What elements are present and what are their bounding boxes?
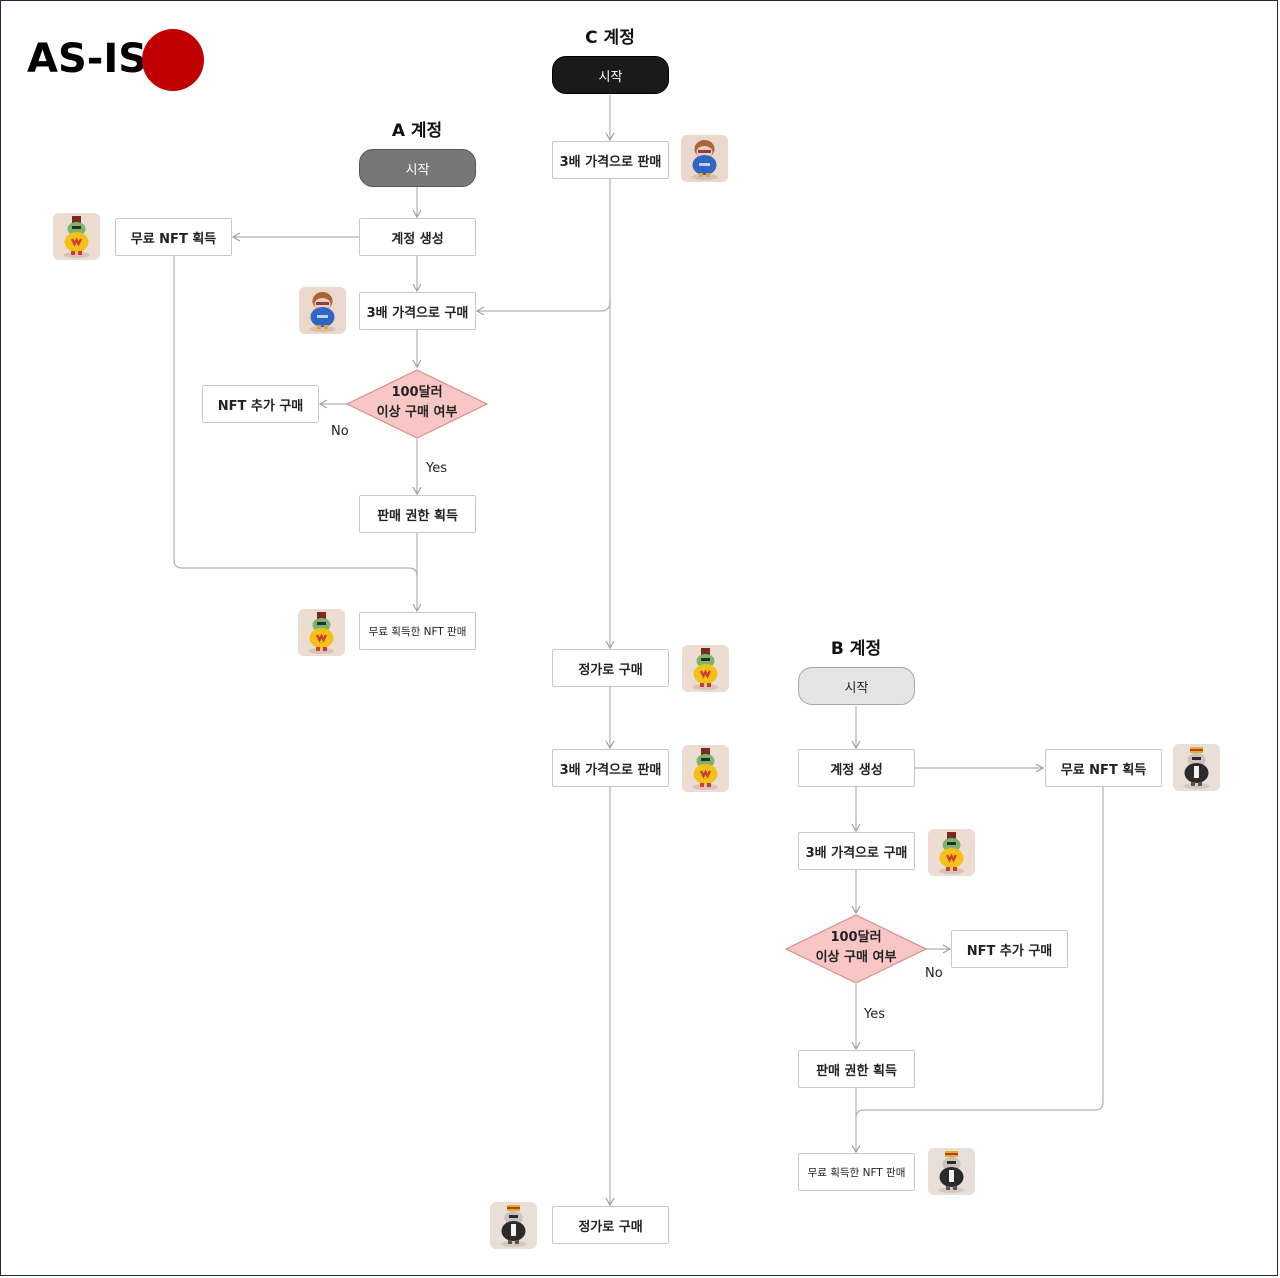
lane-title-b: B 계정	[830, 639, 882, 659]
a-start-node: 시작	[359, 149, 476, 187]
c-buy-regular-node-1: 정가로 구매	[552, 649, 669, 687]
a-create-account-node: 계정 생성	[359, 218, 476, 256]
b-extra-buy-node: NFT 추가 구매	[951, 930, 1068, 968]
b-decision-label: 100달러 이상 구매 여부	[816, 928, 897, 968]
a-sell-free-nft-node: 무료 획득한 NFT 판매	[359, 612, 476, 650]
page-title: AS-IS	[27, 36, 148, 82]
yellow-m-character-icon	[682, 645, 729, 692]
lane-title-a: A 계정	[391, 121, 443, 141]
a-decision-line2: 이상 구매 여부	[376, 405, 458, 420]
b-create-account-node: 계정 생성	[798, 749, 915, 787]
yellow-m-character-icon	[682, 745, 729, 792]
black-suit-character-icon	[928, 1148, 975, 1195]
b-start-node: 시작	[798, 667, 915, 705]
b-yes-label: Yes	[864, 1007, 885, 1022]
a-buy-3x-node: 3배 가격으로 구매	[359, 292, 476, 330]
blue-shirt-character-icon	[299, 287, 346, 334]
status-indicator	[142, 29, 204, 91]
b-decision-diamond	[784, 914, 928, 984]
c-buy-regular-node-2: 정가로 구매	[552, 1206, 669, 1244]
yellow-m-character-icon	[298, 609, 345, 656]
b-buy-3x-node: 3배 가격으로 구매	[798, 832, 915, 870]
b-no-label: No	[925, 966, 943, 981]
c-sell-3x-node-1: 3배 가격으로 판매	[552, 141, 669, 179]
c-start-node: 시작	[552, 56, 669, 94]
a-yes-label: Yes	[426, 461, 447, 476]
a-no-label: No	[331, 424, 349, 439]
b-permission-node: 판매 권한 획득	[798, 1050, 915, 1088]
a-decision-line1: 100달러	[391, 385, 443, 400]
a-permission-node: 판매 권한 획득	[359, 495, 476, 533]
a-decision-diamond	[345, 369, 489, 439]
b-sell-free-nft-node: 무료 획득한 NFT 판매	[798, 1153, 915, 1191]
yellow-m-character-icon	[928, 829, 975, 876]
lane-title-c: C 계정	[585, 28, 635, 48]
b-decision-line2: 이상 구매 여부	[815, 950, 897, 965]
b-decision-line1: 100달러	[830, 930, 882, 945]
c-sell-3x-node-2: 3배 가격으로 판매	[552, 749, 669, 787]
blue-shirt-character-icon	[681, 135, 728, 182]
black-suit-character-icon	[1173, 744, 1220, 791]
a-decision-label: 100달러 이상 구매 여부	[377, 383, 458, 423]
a-extra-buy-node: NFT 추가 구매	[202, 385, 319, 423]
yellow-m-character-icon	[53, 213, 100, 260]
a-free-nft-node: 무료 NFT 획득	[115, 218, 232, 256]
b-free-nft-node: 무료 NFT 획득	[1045, 749, 1162, 787]
black-suit-character-icon	[490, 1202, 537, 1249]
